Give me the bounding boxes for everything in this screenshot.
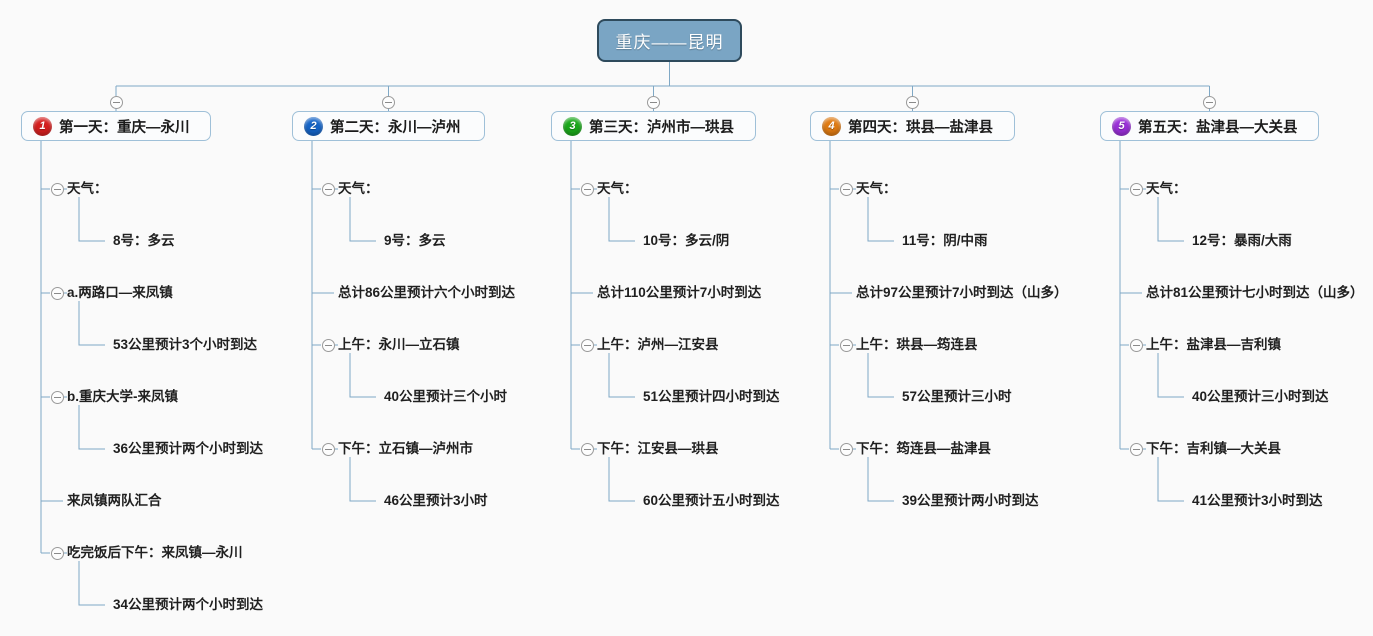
day-node-1[interactable]: 1 第一天：重庆—永川 — [21, 111, 211, 141]
leaf-node-1-2-1[interactable]: 53公里预计3个小时到达 — [113, 337, 258, 352]
day-node-label-4: 第四天：珙县—盐津县 — [848, 119, 993, 136]
leaf-node-5-3-1[interactable]: 40公里预计三小时到达 — [1192, 389, 1329, 404]
day-node-label-5: 第五天：盐津县—大关县 — [1138, 119, 1298, 136]
collapse-toggle-2-3[interactable] — [321, 338, 335, 352]
root-node-label: 重庆——昆明 — [615, 33, 724, 52]
day-node-4[interactable]: 4 第四天：珙县—盐津县 — [810, 111, 1015, 141]
collapse-toggle-3-4[interactable] — [580, 442, 594, 456]
sub-node-1-4[interactable]: 来凤镇两队汇合 — [67, 493, 162, 508]
root-node[interactable]: 重庆——昆明 — [597, 19, 742, 62]
day-badge-3: 3 — [563, 116, 582, 136]
leaf-node-1-3-1[interactable]: 36公里预计两个小时到达 — [113, 441, 264, 456]
sub-node-4-3[interactable]: 上午：珙县—筠连县 — [856, 337, 978, 352]
day-node-2[interactable]: 2 第二天：永川—泸州 — [292, 111, 485, 141]
sub-node-2-1[interactable]: 天气： — [338, 181, 379, 196]
leaf-node-2-4-1[interactable]: 46公里预计3小时 — [384, 493, 488, 508]
leaf-node-4-4-1[interactable]: 39公里预计两小时到达 — [902, 493, 1039, 508]
sub-node-4-4[interactable]: 下午：筠连县—盐津县 — [856, 441, 991, 456]
leaf-node-4-3-1[interactable]: 57公里预计三小时 — [902, 389, 1012, 404]
day-node-label-1: 第一天：重庆—永川 — [59, 119, 190, 136]
collapse-toggle-2-4[interactable] — [321, 442, 335, 456]
collapse-toggle-1-1[interactable] — [50, 182, 64, 196]
sub-node-5-4[interactable]: 下午：吉利镇—大关县 — [1146, 441, 1281, 456]
sub-node-4-1[interactable]: 天气： — [856, 181, 897, 196]
day-badge-4: 4 — [822, 116, 841, 136]
collapse-toggle-1-5[interactable] — [50, 546, 64, 560]
collapse-toggle-2-1[interactable] — [321, 182, 335, 196]
leaf-node-4-1-1[interactable]: 11号：阴/中雨 — [902, 233, 988, 248]
day-badge-5: 5 — [1112, 116, 1131, 136]
day-node-label-2: 第二天：永川—泸州 — [330, 119, 461, 136]
day-node-3[interactable]: 3 第三天：泸州市—珙县 — [551, 111, 756, 141]
leaf-node-2-1-1[interactable]: 9号：多云 — [384, 233, 446, 248]
leaf-node-3-3-1[interactable]: 51公里预计四小时到达 — [643, 389, 780, 404]
collapse-toggle-day-2[interactable] — [382, 95, 395, 109]
day-badge-2: 2 — [304, 116, 323, 136]
leaf-node-5-1-1[interactable]: 12号：暴雨/大雨 — [1192, 233, 1292, 248]
sub-node-2-2[interactable]: 总计86公里预计六个小时到达 — [338, 285, 516, 300]
collapse-toggle-day-5[interactable] — [1203, 95, 1216, 109]
sub-node-3-3[interactable]: 上午：泸州—江安县 — [597, 337, 719, 352]
sub-node-2-3[interactable]: 上午：永川—立石镇 — [338, 337, 460, 352]
day-node-label-3: 第三天：泸州市—珙县 — [589, 119, 734, 136]
collapse-toggle-3-1[interactable] — [580, 182, 594, 196]
collapse-toggle-3-3[interactable] — [580, 338, 594, 352]
sub-node-1-3[interactable]: b.重庆大学-来凤镇 — [67, 389, 178, 404]
leaf-node-1-5-1[interactable]: 34公里预计两个小时到达 — [113, 597, 264, 612]
collapse-toggle-4-4[interactable] — [839, 442, 853, 456]
leaf-node-5-4-1[interactable]: 41公里预计3小时到达 — [1192, 493, 1323, 508]
collapse-toggle-5-3[interactable] — [1129, 338, 1143, 352]
sub-node-5-3[interactable]: 上午：盐津县—吉利镇 — [1146, 337, 1281, 352]
collapse-toggle-day-1[interactable] — [109, 95, 123, 109]
leaf-node-1-1-1[interactable]: 8号：多云 — [113, 233, 175, 248]
collapse-toggle-4-1[interactable] — [839, 182, 853, 196]
sub-node-3-2[interactable]: 总计110公里预计7小时到达 — [597, 285, 762, 300]
leaf-node-2-3-1[interactable]: 40公里预计三个小时 — [384, 389, 508, 404]
sub-node-3-1[interactable]: 天气： — [597, 181, 638, 196]
sub-node-1-2[interactable]: a.两路口—来凤镇 — [67, 285, 173, 300]
sub-node-3-4[interactable]: 下午：江安县—珙县 — [597, 441, 719, 456]
sub-node-2-4[interactable]: 下午：立石镇—泸州市 — [338, 441, 473, 456]
leaf-node-3-4-1[interactable]: 60公里预计五小时到达 — [643, 493, 780, 508]
sub-node-1-1[interactable]: 天气： — [67, 181, 108, 196]
collapse-toggle-day-4[interactable] — [906, 95, 919, 109]
collapse-toggle-day-3[interactable] — [647, 95, 660, 109]
sub-node-5-2[interactable]: 总计81公里预计七小时到达（山多） — [1146, 285, 1364, 300]
collapse-toggle-5-1[interactable] — [1129, 182, 1143, 196]
sub-node-1-5[interactable]: 吃完饭后下午：来凤镇—永川 — [67, 545, 243, 560]
collapse-toggle-1-2[interactable] — [50, 286, 64, 300]
sub-node-4-2[interactable]: 总计97公里预计7小时到达（山多） — [856, 285, 1068, 300]
collapse-toggle-1-3[interactable] — [50, 390, 64, 404]
collapse-toggle-5-4[interactable] — [1129, 442, 1143, 456]
collapse-toggle-4-3[interactable] — [839, 338, 853, 352]
day-badge-1: 1 — [33, 116, 52, 136]
sub-node-5-1[interactable]: 天气： — [1146, 181, 1187, 196]
leaf-node-3-1-1[interactable]: 10号：多云/阴 — [643, 233, 730, 248]
day-node-5[interactable]: 5 第五天：盐津县—大关县 — [1100, 111, 1319, 141]
